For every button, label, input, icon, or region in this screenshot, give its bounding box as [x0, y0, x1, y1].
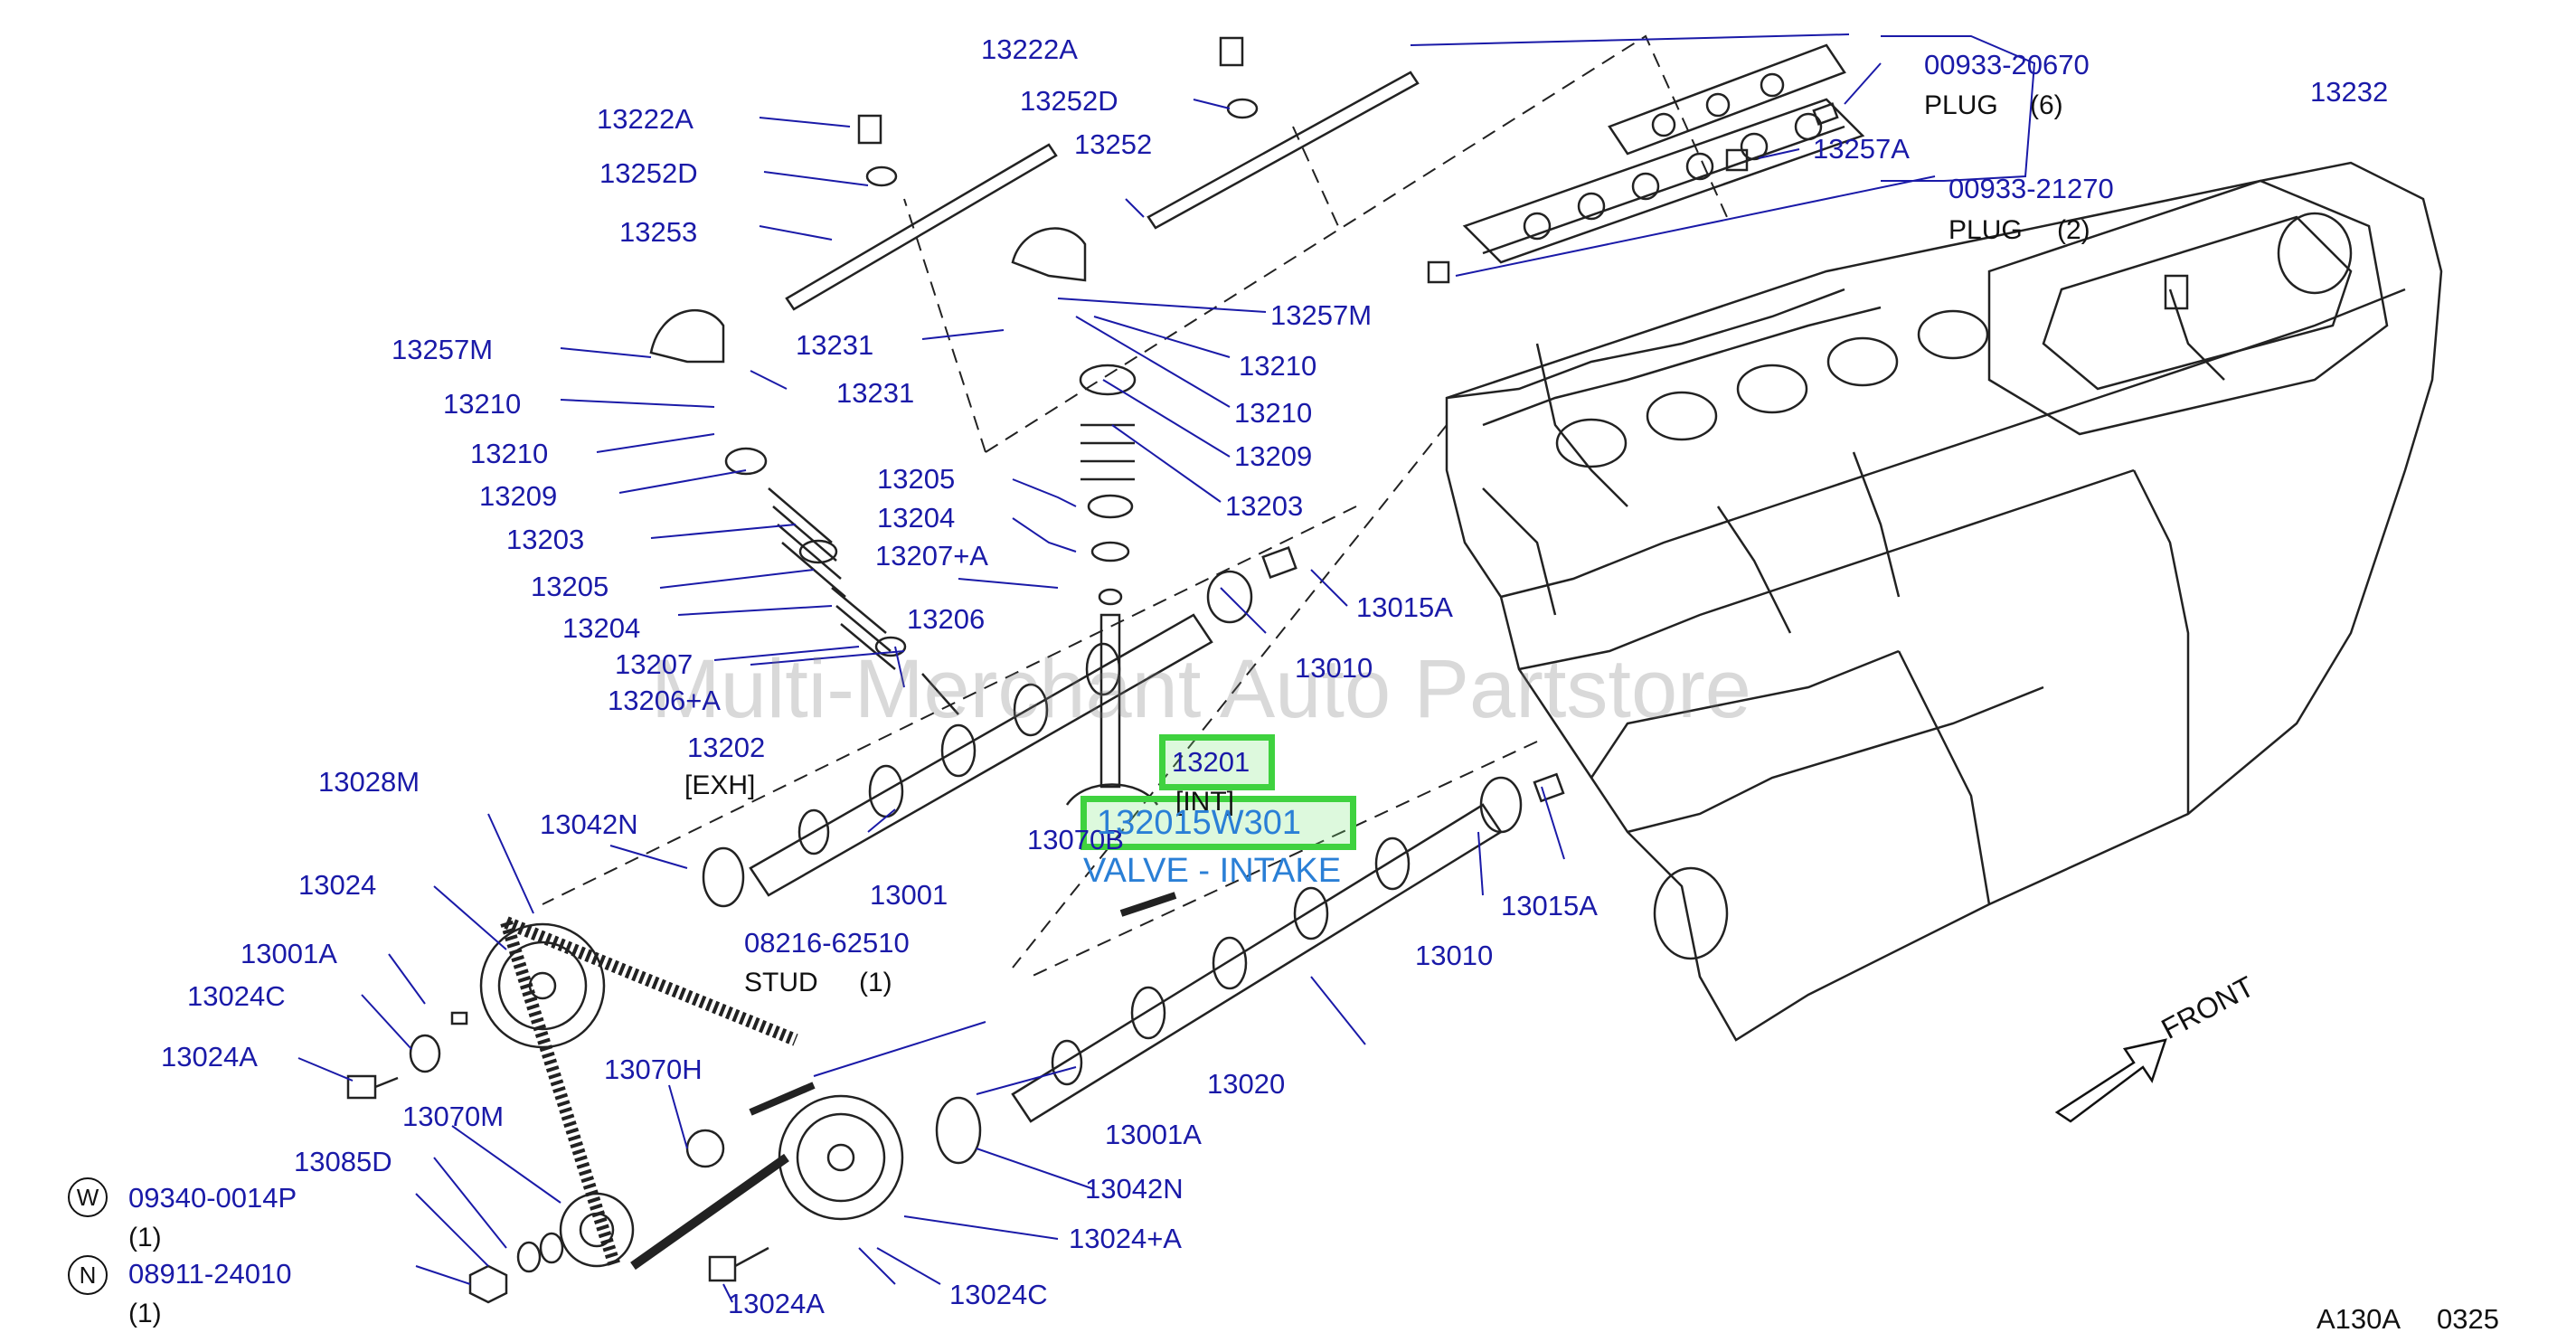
- timing-belt: [479, 916, 904, 1271]
- label-13015a-1[interactable]: 13015A: [1356, 591, 1453, 623]
- label-13024a-plus[interactable]: 13024+A: [1069, 1223, 1182, 1254]
- label-13257m-left[interactable]: 13257M: [392, 334, 494, 365]
- marker-n: N: [68, 1255, 108, 1295]
- label-plug-2-qty: (2): [2057, 215, 2090, 245]
- label-08216-62510[interactable]: 08216-62510: [744, 927, 910, 959]
- label-13252d-top[interactable]: 13252D: [1020, 85, 1118, 117]
- label-13231-a[interactable]: 13231: [796, 329, 874, 361]
- label-13024a-1[interactable]: 13024A: [161, 1041, 258, 1073]
- label-13252d-left[interactable]: 13252D: [599, 157, 698, 189]
- label-13020[interactable]: 13020: [1207, 1068, 1286, 1100]
- label-13070h[interactable]: 13070H: [604, 1054, 703, 1085]
- label-09340-0014p[interactable]: 09340-0014P: [128, 1182, 297, 1214]
- label-13210-r2[interactable]: 13210: [1234, 397, 1313, 429]
- label-13209-l[interactable]: 13209: [479, 480, 558, 512]
- label-plug-2: PLUG: [1949, 215, 2023, 245]
- label-13024c-1[interactable]: 13024C: [187, 980, 286, 1012]
- rocker-arms: [649, 227, 1087, 364]
- label-13010-2[interactable]: 13010: [1415, 940, 1494, 971]
- label-13231-b[interactable]: 13231: [836, 377, 915, 409]
- label-09340-qty: (1): [128, 1223, 162, 1252]
- label-13206[interactable]: 13206: [907, 603, 986, 635]
- label-13028m[interactable]: 13028M: [318, 766, 420, 798]
- label-13070b[interactable]: 13070B: [1027, 824, 1124, 855]
- valve-springs-left: [724, 447, 959, 715]
- label-13253[interactable]: 13253: [619, 216, 698, 248]
- label-exh: [EXH]: [684, 770, 756, 800]
- label-13222a-top[interactable]: 13222A: [981, 33, 1078, 65]
- label-13205-l[interactable]: 13205: [531, 571, 609, 602]
- label-13203-r[interactable]: 13203: [1225, 490, 1304, 522]
- label-13070m[interactable]: 13070M: [402, 1101, 505, 1132]
- label-plug-6: PLUG: [1924, 90, 1998, 120]
- label-13210-r1[interactable]: 13210: [1239, 350, 1317, 382]
- seals: [702, 545, 1565, 1165]
- label-13001a-2[interactable]: 13001A: [1105, 1119, 1202, 1150]
- watermark: Multi-Merchant Auto Partstore: [651, 643, 1751, 735]
- highlight-part-number-text[interactable]: 132015W301: [1097, 804, 1302, 842]
- label-13205-c[interactable]: 13205: [877, 463, 956, 495]
- label-13024[interactable]: 13024: [298, 869, 377, 901]
- label-13015a-2[interactable]: 13015A: [1501, 890, 1598, 921]
- highlight-part-number: [1080, 796, 1356, 850]
- highlight-description: VALVE - INTAKE: [1083, 852, 1342, 890]
- marker-w: W: [68, 1177, 108, 1217]
- label-13232[interactable]: 13232: [2310, 76, 2389, 108]
- label-00933-21270[interactable]: 00933-21270: [1949, 173, 2114, 204]
- label-stud-qty: (1): [859, 968, 892, 997]
- label-13203-l[interactable]: 13203: [506, 524, 585, 555]
- valve-springs-right: [1065, 364, 1159, 806]
- label-13206a[interactable]: 13206+A: [608, 685, 721, 716]
- label-13202[interactable]: 13202: [687, 732, 766, 763]
- label-plug-6-qty: (6): [2030, 90, 2063, 120]
- label-13222a-left[interactable]: 13222A: [597, 103, 694, 135]
- label-stud: STUD: [744, 968, 818, 997]
- label-08911-24010[interactable]: 08911-24010: [128, 1258, 292, 1290]
- label-13001[interactable]: 13001: [870, 879, 948, 911]
- label-13210-l1[interactable]: 13210: [443, 388, 522, 420]
- label-13085d[interactable]: 13085D: [294, 1146, 392, 1177]
- label-13042n-2[interactable]: 13042N: [1085, 1173, 1184, 1205]
- label-13207a[interactable]: 13207+A: [875, 540, 988, 572]
- label-13042n-1[interactable]: 13042N: [540, 808, 638, 840]
- label-13024c-2[interactable]: 13024C: [949, 1279, 1048, 1310]
- label-13010-1[interactable]: 13010: [1295, 652, 1373, 684]
- label-13210-l2[interactable]: 13210: [470, 438, 549, 469]
- label-13024a-2[interactable]: 13024A: [728, 1288, 825, 1319]
- highlight-13201: [1159, 734, 1275, 790]
- label-13252[interactable]: 13252: [1074, 128, 1153, 160]
- label-13209-r[interactable]: 13209: [1234, 440, 1313, 472]
- camshaft-upper: [749, 613, 1213, 897]
- diagram-page: 0325: [2437, 1303, 2499, 1335]
- diagram-code: A130A: [2317, 1303, 2401, 1335]
- leader-lines: [297, 33, 2036, 1303]
- label-13257a[interactable]: 13257A: [1813, 133, 1910, 165]
- label-int: [INT]: [1175, 787, 1234, 817]
- label-13201[interactable]: 13201: [1172, 746, 1250, 778]
- label-00933-20670[interactable]: 00933-20670: [1924, 49, 2090, 80]
- label-08911-qty: (1): [128, 1299, 162, 1328]
- label-13204-l[interactable]: 13204: [562, 612, 641, 644]
- label-13207[interactable]: 13207: [615, 648, 694, 680]
- label-13204-c[interactable]: 13204: [877, 502, 956, 534]
- engine-block: [1445, 161, 2443, 1042]
- fasteners: [346, 892, 1177, 1304]
- front-arrow: [2054, 1038, 2167, 1123]
- rocker-shafts: [785, 36, 1420, 311]
- rocker-assembly: [1427, 43, 1865, 284]
- label-13257m-right[interactable]: 13257M: [1270, 299, 1373, 331]
- label-13001a-1[interactable]: 13001A: [241, 938, 337, 969]
